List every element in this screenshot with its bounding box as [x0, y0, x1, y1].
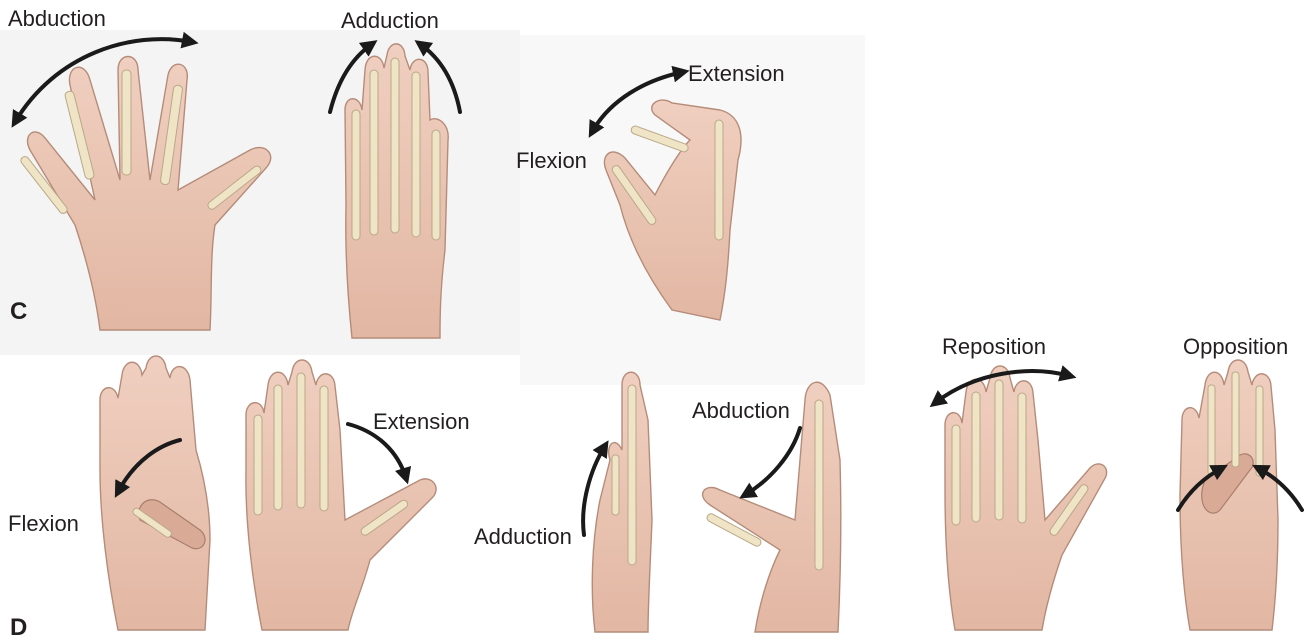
d-adduction-label: Adduction	[474, 526, 572, 548]
d-extension-label: Extension	[373, 411, 470, 433]
panel-c-label: C	[10, 300, 27, 324]
hand-d-side-adduction-illustration	[583, 372, 652, 632]
c-adduction-label: Adduction	[341, 10, 439, 32]
hand-d-reposition-illustration	[935, 366, 1107, 630]
c-abduction-label: Abduction	[8, 8, 106, 30]
hand-d-flexion-illustration	[100, 356, 210, 630]
d-abduction-arrow	[745, 428, 800, 495]
d-abduction-label: Abduction	[692, 400, 790, 422]
d-reposition-label: Reposition	[942, 336, 1046, 358]
hand-d-extension-illustration	[246, 360, 436, 630]
c-extension-label: Extension	[688, 63, 785, 85]
d-opposition-label: Opposition	[1183, 336, 1288, 358]
hand-d-opposition-illustration	[1178, 360, 1302, 630]
d-flexion-label: Flexion	[8, 513, 79, 535]
c-flexion-label: Flexion	[516, 150, 587, 172]
hand-d-reposition-bones	[952, 380, 1089, 537]
panel-d-label: D	[10, 616, 27, 640]
